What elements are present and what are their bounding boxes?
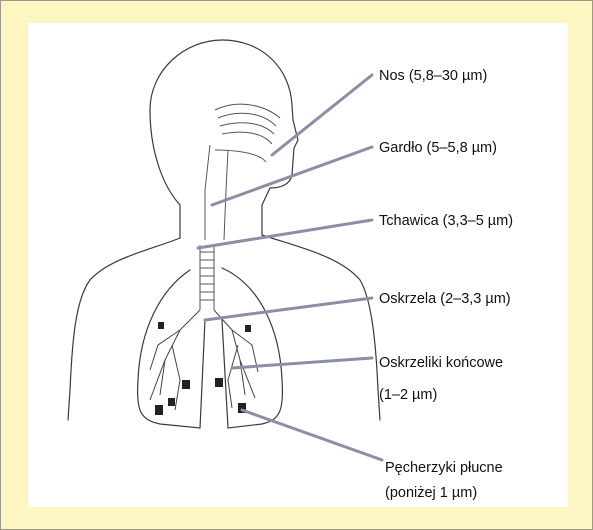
label-bronchi: Oskrzela (2–3,3 µm) [379, 290, 511, 308]
label-bronchioles-line1: Oskrzeliki końcowe [379, 354, 503, 372]
pointer-bronchioles [232, 358, 372, 368]
label-alveoli-line2: (poniżej 1 µm) [385, 484, 477, 502]
pointer-nose [272, 75, 372, 155]
label-bronchioles-line2: (1–2 µm) [379, 386, 437, 404]
label-nose: Nos (5,8–30 µm) [379, 67, 487, 85]
pointer-lines [198, 75, 382, 460]
bronchial-tree [150, 310, 258, 410]
airway-upper [205, 104, 280, 240]
trachea [200, 245, 214, 310]
pointer-alveoli [242, 410, 382, 460]
neck-back-outline [150, 110, 180, 238]
head-outline [150, 40, 298, 235]
label-throat: Gardło (5–5,8 µm) [379, 139, 497, 157]
label-trachea: Tchawica (3,3–5 µm) [379, 212, 513, 230]
right-shoulder-outline [262, 235, 380, 420]
pointer-throat [212, 147, 372, 205]
pointer-bronchi [205, 298, 372, 320]
label-alveoli-line1: Pęcherzyki płucne [385, 459, 503, 477]
